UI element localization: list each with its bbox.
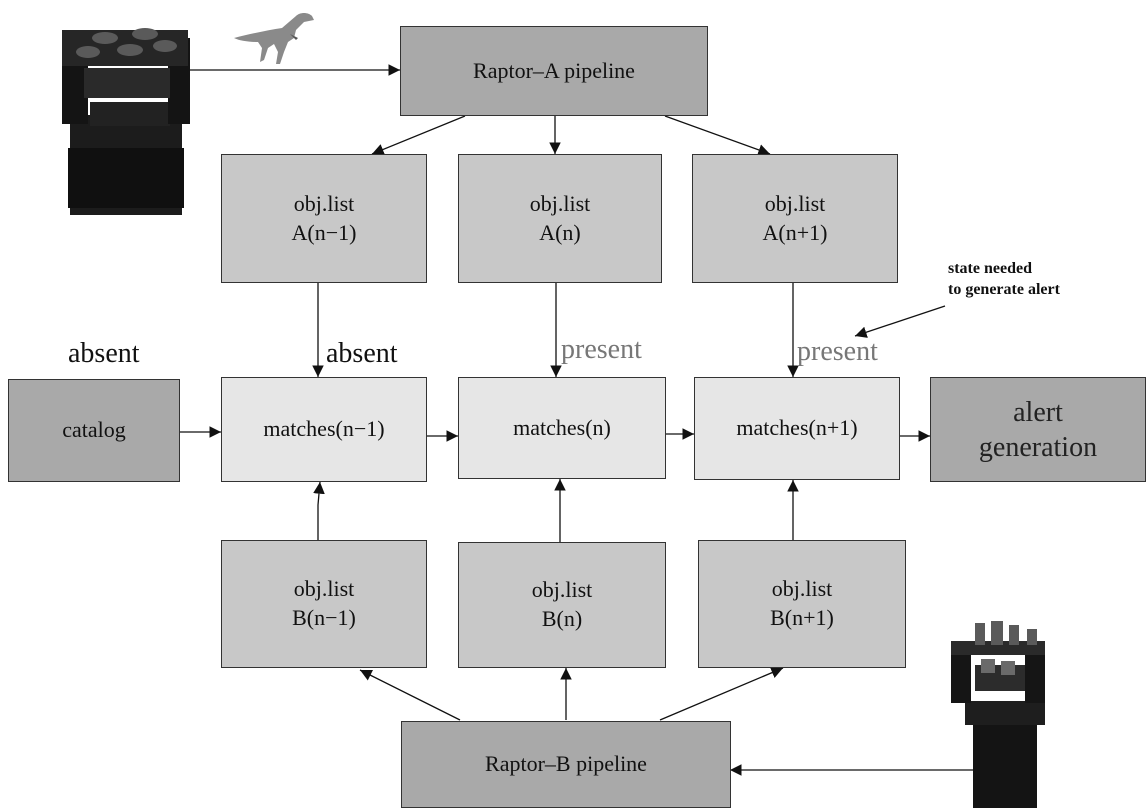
state-annotation-line1: state needed (948, 260, 1032, 277)
telescope-a-icon (62, 28, 190, 215)
raptor-a-pipeline-box: Raptor–A pipeline (400, 26, 708, 116)
obj-list-a-n-minus-1: obj.list A(n−1) (221, 154, 427, 283)
arrow-pipeline-a-to-list-a1 (371, 115, 466, 155)
matches-n-label: matches(n) (513, 414, 611, 440)
telescope-b-icon (951, 621, 1045, 808)
state-annotation: state needed to generate alert (948, 259, 1060, 301)
obj-list-a-n: obj.list A(n) (458, 154, 662, 283)
matches-n-minus-1-label: matches(n−1) (263, 416, 385, 442)
alert-generation-box: alert generation (930, 377, 1146, 482)
arrow-pipeline-a-to-list-a3 (664, 115, 771, 156)
obj-list-b2-line1: obj.list (531, 577, 593, 603)
arrow-pipeline-b-to-list-b1 (359, 669, 461, 721)
state-annotation-line2: to generate alert (948, 280, 1060, 298)
present-label-1: present (561, 334, 642, 365)
matches-n-box: matches(n) (458, 377, 666, 479)
present-label-2: present (797, 336, 878, 367)
absent-arrow-label: absent (326, 338, 398, 369)
arrow-state-annotation (854, 305, 946, 338)
catalog-box: catalog (8, 379, 180, 482)
obj-list-a2-line1: obj.list (529, 190, 591, 216)
absent-left-label: absent (68, 338, 140, 369)
raptor-a-pipeline-label: Raptor–A pipeline (473, 57, 635, 83)
obj-list-b-n: obj.list B(n) (458, 542, 666, 668)
obj-list-a1-line1: obj.list (293, 190, 355, 216)
obj-list-b2-line2: B(n) (541, 606, 583, 631)
matches-n-plus-1-label: matches(n+1) (736, 415, 858, 441)
arrow-pipeline-b-to-list-b3 (659, 667, 784, 721)
arrow-list-b1-to-match-1 (313, 481, 325, 540)
obj-list-b-n-plus-1: obj.list B(n+1) (698, 540, 906, 668)
obj-list-b3-line1: obj.list (771, 576, 833, 602)
alert-label-line2: generation (978, 431, 1098, 463)
obj-list-b1-line1: obj.list (293, 576, 355, 602)
matches-n-plus-1-box: matches(n+1) (694, 377, 900, 480)
alert-label-line1: alert (1013, 396, 1063, 428)
raptor-b-pipeline-box: Raptor–B pipeline (401, 721, 731, 808)
raptor-dinosaur-icon (234, 13, 314, 64)
raptor-b-pipeline-label: Raptor–B pipeline (485, 751, 647, 777)
matches-n-minus-1-box: matches(n−1) (221, 377, 427, 482)
catalog-label: catalog (62, 417, 126, 443)
obj-list-a1-line2: A(n−1) (291, 219, 357, 245)
obj-list-b1-line2: B(n−1) (292, 605, 356, 630)
obj-list-b-n-minus-1: obj.list B(n−1) (221, 540, 427, 668)
obj-list-a2-line2: A(n) (539, 219, 581, 245)
obj-list-a3-line1: obj.list (764, 190, 826, 216)
obj-list-b3-line2: B(n+1) (770, 605, 834, 630)
obj-list-a3-line2: A(n+1) (762, 219, 828, 245)
obj-list-a-n-plus-1: obj.list A(n+1) (692, 154, 898, 283)
